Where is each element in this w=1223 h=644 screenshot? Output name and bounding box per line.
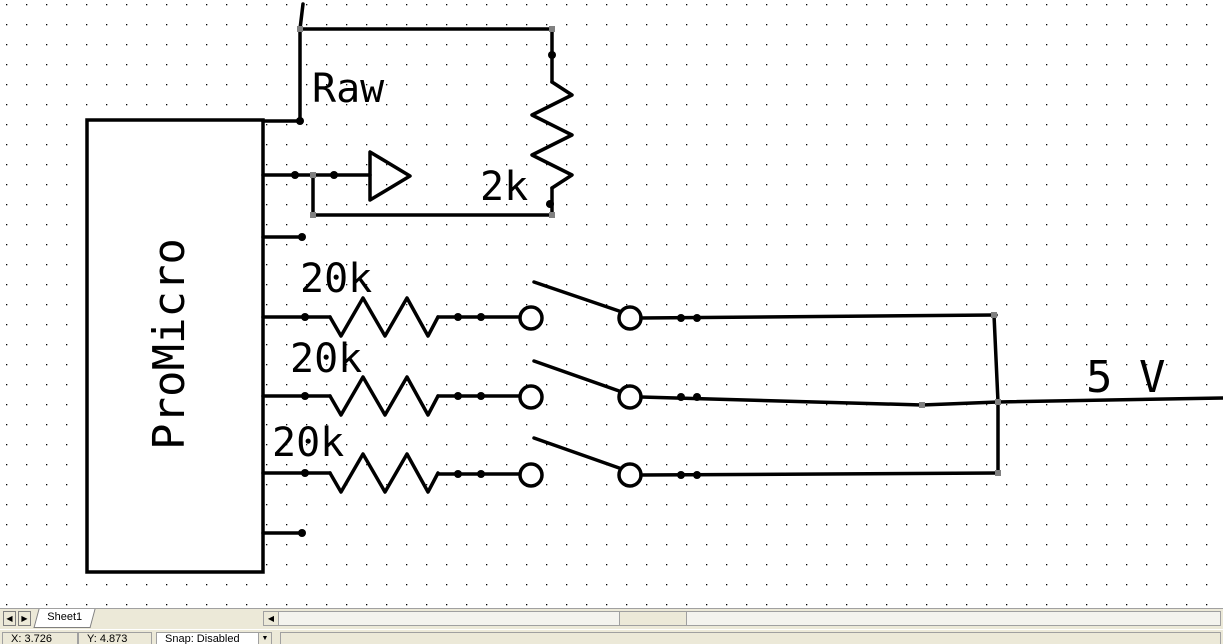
switch-2-contact-right bbox=[617, 384, 643, 410]
snap-select-value: Snap: Disabled bbox=[165, 633, 240, 644]
resistor-2k-zigzag[interactable] bbox=[530, 80, 574, 190]
horizontal-scrollbar[interactable]: ◀ bbox=[263, 611, 1221, 626]
status-bar: X: 3.726 Y: 4.873 Snap: Disabled ▼ bbox=[0, 629, 1223, 644]
resistor-20k-2-zigzag[interactable] bbox=[328, 375, 440, 417]
supply-5v-label: 5 V bbox=[1086, 352, 1165, 403]
schematic-canvas[interactable]: ProMicro Raw 2k bbox=[0, 0, 1223, 608]
y-coordinate-text: Y: 4.873 bbox=[87, 633, 128, 644]
switch-1-contact-left bbox=[518, 305, 544, 331]
resistor-20k-3-label: 20k bbox=[272, 420, 344, 466]
y-coordinate-readout: Y: 4.873 bbox=[78, 632, 152, 644]
switch-3-lever[interactable] bbox=[532, 436, 624, 471]
prev-sheet-button[interactable]: ◀ bbox=[3, 611, 16, 626]
promicro-component-body[interactable] bbox=[85, 118, 265, 574]
resistor-20k-1-label: 20k bbox=[300, 256, 372, 302]
resistor-20k-1-zigzag[interactable] bbox=[328, 296, 440, 338]
sheet-tab-bar: ◀ ▶ Sheet1 ◀ bbox=[0, 608, 1223, 629]
status-message-panel bbox=[280, 632, 1221, 644]
switch-2-lever[interactable] bbox=[532, 359, 624, 394]
next-sheet-button[interactable]: ▶ bbox=[18, 611, 31, 626]
switch-1-contact-right bbox=[617, 305, 643, 331]
horizontal-scroll-thumb[interactable] bbox=[619, 612, 687, 625]
x-coordinate-text: X: 3.726 bbox=[11, 633, 52, 644]
switch-3-contact-left bbox=[518, 462, 544, 488]
tab-sheet1[interactable]: Sheet1 bbox=[33, 609, 96, 628]
supply-5v-wire bbox=[996, 396, 1223, 404]
junction-dots bbox=[291, 51, 701, 537]
switch-1-lever[interactable] bbox=[532, 280, 624, 314]
switch-3-contact-right bbox=[617, 462, 643, 488]
x-coordinate-readout: X: 3.726 bbox=[2, 632, 78, 644]
promicro-pins bbox=[261, 119, 315, 535]
chevron-left-icon: ◀ bbox=[6, 614, 13, 623]
wire-vertex-markers bbox=[297, 26, 1001, 476]
snap-arrow-glyph: ▼ bbox=[261, 635, 269, 642]
snap-select[interactable]: Snap: Disabled ▼ bbox=[156, 632, 272, 644]
resistor-20k-3-zigzag[interactable] bbox=[328, 452, 440, 494]
schematic-drawing: ProMicro Raw 2k bbox=[0, 0, 1223, 608]
switch-2-contact-left bbox=[518, 384, 544, 410]
chevron-right-icon: ▶ bbox=[21, 614, 28, 623]
buffer-triangle-symbol[interactable] bbox=[368, 150, 412, 202]
tab-sheet1-label: Sheet1 bbox=[47, 611, 83, 623]
scroll-left-button[interactable]: ◀ bbox=[264, 612, 279, 625]
resistor-2k-label: 2k bbox=[480, 164, 528, 210]
chevron-down-icon[interactable]: ▼ bbox=[258, 633, 271, 644]
promicro-label: ProMicro bbox=[144, 238, 195, 450]
raw-label: Raw bbox=[312, 66, 385, 112]
chevron-left-icon: ◀ bbox=[267, 614, 275, 623]
resistor-20k-2-label: 20k bbox=[290, 336, 362, 382]
